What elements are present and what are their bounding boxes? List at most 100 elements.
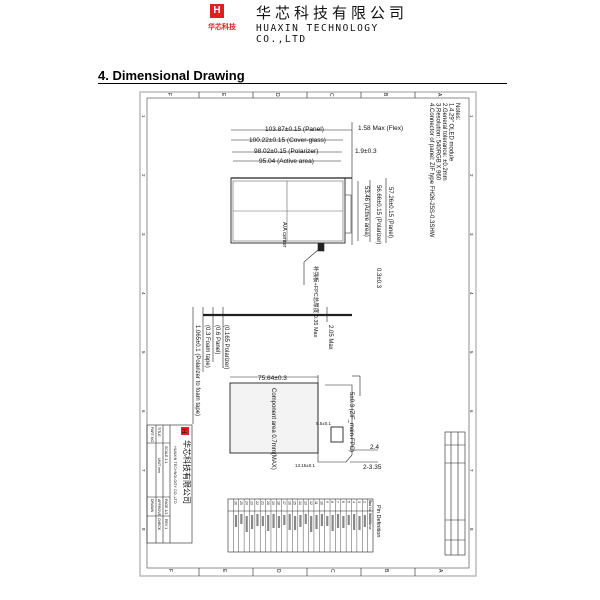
dim-panel-thickness: (0.6 Panel) (214, 325, 220, 354)
pin-number: 17 (282, 501, 286, 505)
pin-name-cell (277, 516, 281, 528)
column-label: C (328, 93, 334, 97)
unit-label: UNIT mm (157, 458, 161, 473)
pin-number: 26 (234, 501, 238, 505)
row-label: 5 (141, 351, 146, 354)
scale-label: SCALE 1:1 (164, 446, 168, 463)
column-label: F (166, 93, 172, 96)
row-label: 2 (141, 174, 146, 177)
section-title: 4. Dimensional Drawing (98, 68, 245, 83)
dim-a: 2.4 (370, 444, 379, 451)
column-label: E (221, 569, 227, 573)
dim-fpc-width: 13.15±0.1 (295, 463, 315, 468)
sheet-outer-border (139, 91, 477, 577)
column-label: F (167, 569, 173, 572)
pin-number: 12 (309, 501, 313, 505)
rev-label: REV 1 (164, 519, 168, 529)
dim-connector-offset: 0.3±0.3 (375, 268, 381, 289)
stiffener-note: 补强板+FPC总厚度 0.35 Max (312, 266, 320, 338)
dim-polarizer-width: 98.02±0.15 (Polarizer) (254, 148, 318, 155)
pin-number: 5 (346, 501, 350, 503)
pin-number: 1 (368, 501, 372, 503)
column-label: E (220, 93, 226, 97)
pin-number: 9 (325, 501, 329, 503)
front-view: 103.87±0.15 (Panel) 100.22±0.15 (Cover-g… (230, 122, 403, 289)
column-label: B (382, 93, 388, 97)
pin-number: 3 (357, 501, 361, 503)
pin-name-cell (245, 516, 248, 532)
pin-name-cell (267, 515, 270, 531)
pin-name-cell (342, 516, 345, 528)
title-block-company-en: HUAXIN TECHNOLOGY CO.,LTD (173, 446, 177, 504)
column-label: D (275, 569, 281, 573)
pin-number: 21 (260, 501, 264, 505)
row-label: 3 (469, 233, 474, 236)
dim-max-thickness: 2.05 Max (327, 325, 333, 350)
company-name-cn: 华芯科技有限公司 (256, 4, 409, 22)
dim-polarizer-height: 56.66±0.15 (Polarizer) (375, 185, 381, 244)
connector (317, 242, 325, 252)
dim-back-width: 75.64±0.3 (258, 375, 287, 382)
pin-number: 11 (314, 501, 318, 505)
company-header: H 华芯科技 华芯科技有限公司 HUAXIN TECHNOLOGY CO.,LT… (208, 2, 428, 45)
pin-name-cell (320, 514, 323, 526)
pin-name-cell (358, 516, 361, 530)
dim-cover-glass: 100.22±0.15 (Cover-glass) (249, 137, 326, 144)
part-no-label: PART NO. (150, 427, 154, 443)
dim-flex-offset: 1.9±0.3 (355, 148, 377, 155)
dim-active-width: 95.04 (Active area) (259, 158, 314, 165)
row-label: 7 (141, 469, 146, 472)
pin-name-cell (310, 516, 313, 532)
pin-name-cell (250, 515, 254, 529)
column-label: A (437, 569, 443, 573)
pin-name-cell (272, 514, 275, 528)
note-line: 2.General tolerance: ±0.2mm (441, 103, 447, 181)
side-view: (0.165 Polarizer) (0.6 Panel) (0.3 Foam … (192, 266, 352, 424)
dim-panel-width: 103.87±0.15 (Panel) (265, 126, 324, 133)
pin-name-cell (256, 514, 259, 526)
dim-flex: 1.58 Max (Flex) (358, 125, 403, 132)
pin-name-cell (326, 516, 329, 526)
company-name-en: HUAXIN TECHNOLOGY CO.,LTD (256, 23, 379, 45)
pin-name-cell (240, 514, 243, 524)
logo-subtitle: 华芯科技 (208, 24, 236, 31)
section-rule (98, 83, 507, 84)
component-area-label: Component area 0.7mm(MAX) (270, 388, 276, 470)
row-label: 3 (141, 233, 146, 236)
dim-fpc: 5±0.3 (ZIF_main-FPC) (348, 392, 354, 452)
revision-block (444, 431, 466, 556)
note-line: 3.Resolution: 540RGB X 960 (435, 103, 441, 181)
column-label: B (383, 569, 389, 573)
drawn-label: DRAWN (150, 499, 154, 513)
row-label: 4 (141, 292, 146, 295)
row-label: 7 (469, 469, 474, 472)
note-line: Notes: (454, 103, 460, 121)
dim-active-height: 53.46 (Active area) (363, 186, 369, 237)
pin-table-title: Pin Definition (375, 505, 381, 537)
title-block: H 华芯科技有限公司 HUAXIN TECHNOLOGY CO.,LTD SCA… (146, 424, 193, 544)
pin-name-cell (261, 516, 264, 526)
ic-chip (330, 426, 344, 443)
page-label: PAGE 1/1 (164, 499, 168, 514)
pin-name-cell (336, 514, 340, 528)
pin-name-cell (288, 514, 291, 530)
pin-number: 8 (330, 501, 334, 503)
note-line: 1.4.29" OLED module (448, 103, 454, 162)
back-view: 75.64±0.3 Component area 0.7mm(MAX) 5±0.… (229, 375, 382, 471)
pin-header-no: Pad No. (368, 500, 372, 513)
dim-foam-thickness: (0.3 Foam tape) (204, 325, 210, 368)
dim-ic-size: 5.5±0.1 (316, 421, 331, 426)
pin-number: 14 (298, 501, 302, 505)
dim-polarizer-thickness: (0.165 Polarizer) (223, 325, 229, 369)
row-label: 5 (469, 351, 474, 354)
column-label: D (274, 93, 280, 97)
pin-name-cell (234, 515, 238, 527)
check-label: CHECK (157, 518, 161, 531)
pin-definition-table: Pin Definition Pad No. Pad Name 12345678… (227, 498, 381, 553)
pin-number: 4 (352, 501, 356, 503)
pin-number: 16 (287, 501, 291, 505)
approve-label: APPROVE (157, 499, 161, 517)
pin-number: 7 (336, 501, 340, 503)
